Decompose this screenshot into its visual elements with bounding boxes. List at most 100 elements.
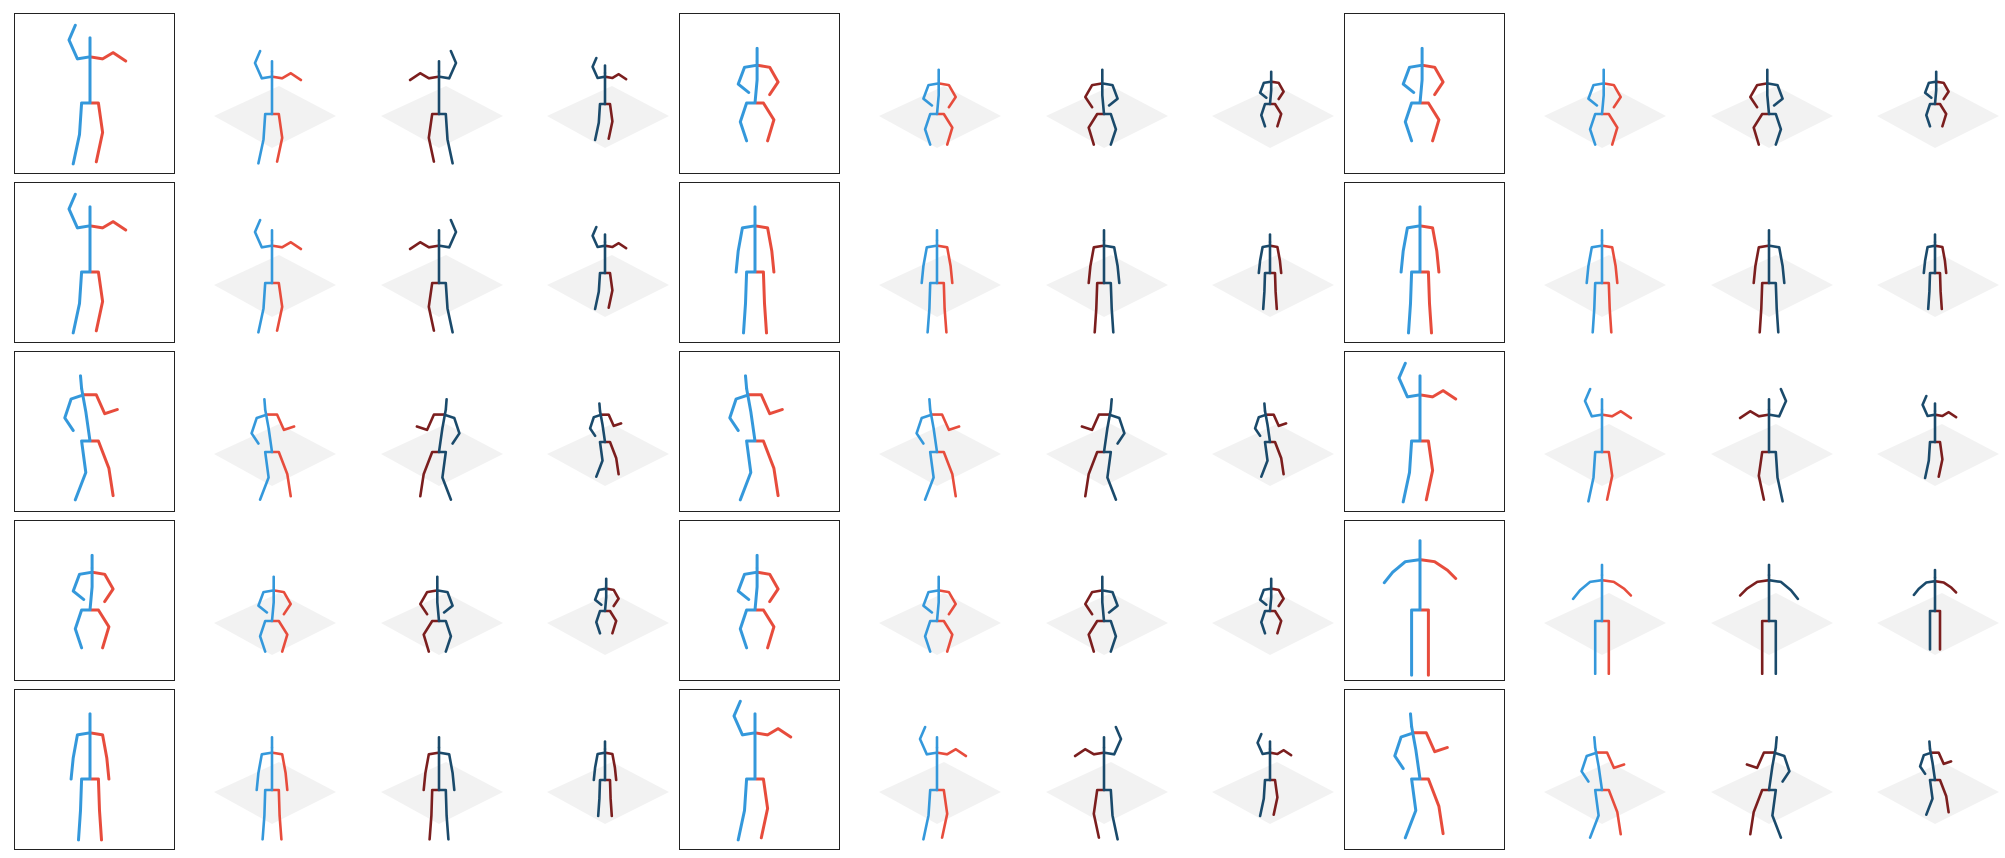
right-leg (935, 788, 949, 839)
floor-plane (381, 593, 503, 655)
left-leg (1260, 102, 1272, 128)
right-arm (1933, 244, 1948, 275)
floor-plane (1711, 762, 1833, 824)
left-arm (69, 731, 92, 781)
right-leg (427, 281, 441, 332)
skeleton-2d (69, 712, 111, 842)
floor-plane (547, 593, 669, 655)
spine (1928, 747, 1937, 782)
left-leg (1102, 112, 1118, 146)
input-2d-panel (14, 520, 175, 681)
skeleton-3d-prediction (253, 49, 303, 165)
right-leg (270, 112, 284, 163)
right-leg (603, 102, 614, 140)
view-3d-panel (1046, 725, 1168, 841)
left-leg (1767, 788, 1783, 839)
view-3d-panel (214, 218, 336, 334)
left-leg (258, 619, 274, 653)
left-leg (594, 609, 607, 635)
right-arm (270, 751, 289, 792)
left-leg (1407, 270, 1422, 335)
floor-plane (381, 762, 503, 824)
skeleton-2d (732, 699, 793, 842)
left-arm (1767, 387, 1788, 418)
floor-plane (547, 762, 669, 824)
left-arm (734, 224, 757, 274)
floor-plane (1544, 255, 1666, 317)
left-leg (926, 281, 939, 334)
right-arm (1418, 224, 1441, 274)
skeleton-2d (1401, 46, 1445, 143)
right-leg (753, 777, 770, 840)
right-leg (1418, 270, 1433, 335)
head-segment (444, 397, 448, 411)
right-arm (1602, 82, 1622, 109)
right-arm (1084, 82, 1104, 109)
floor-plane (879, 593, 1001, 655)
spine (1102, 408, 1113, 454)
skeleton-3d-side-view (1921, 394, 1958, 480)
view-3d-panel (547, 577, 669, 655)
right-leg (935, 619, 954, 653)
right-arm (937, 589, 958, 616)
left-arm (728, 393, 751, 432)
view-3d-panel (1212, 402, 1334, 486)
skeleton-3d-prediction (257, 575, 293, 653)
right-arm (415, 413, 446, 432)
left-leg (1102, 788, 1119, 841)
right-leg (1752, 112, 1771, 146)
skeleton-3d-ground-truth (1738, 387, 1788, 503)
left-leg (261, 788, 274, 841)
view-3d-panel (381, 397, 503, 501)
right-arm (408, 240, 441, 251)
right-arm (603, 72, 628, 81)
head-segment (1263, 402, 1267, 413)
right-leg (1933, 440, 1944, 479)
right-leg (1268, 609, 1283, 635)
right-arm (422, 751, 441, 792)
skeleton-3d-prediction (1587, 68, 1622, 146)
left-leg (437, 281, 454, 334)
skeleton-3d-prediction (922, 68, 958, 146)
right-arm (1752, 244, 1771, 285)
left-leg (742, 270, 757, 335)
right-leg (1760, 619, 1771, 676)
floor-plane (879, 86, 1001, 148)
input-2d-panel (679, 13, 840, 174)
left-arm (1585, 244, 1604, 285)
head-segment (1774, 735, 1778, 749)
skeleton-3d-side-view (591, 56, 628, 142)
skeleton-3d-prediction (1571, 563, 1633, 676)
panel-frame (14, 182, 175, 343)
right-arm (1269, 587, 1285, 608)
spine (603, 584, 608, 613)
left-leg (1926, 271, 1937, 311)
view-3d-panel (1212, 577, 1334, 655)
left-arm (1258, 587, 1273, 607)
skeleton-3d-ground-truth (1080, 397, 1126, 501)
skeleton-3d-side-view (591, 225, 628, 311)
view-3d-panel (1544, 229, 1666, 334)
left-leg (1767, 450, 1784, 503)
view-3d-panel (1877, 740, 1999, 824)
left-arm (442, 413, 461, 445)
view-3d-panel (1544, 68, 1666, 148)
floor-plane (214, 593, 336, 655)
spine (263, 408, 274, 454)
left-arm (437, 751, 456, 792)
left-leg (1588, 788, 1604, 839)
panel-frame (679, 351, 840, 512)
right-arm (1412, 731, 1449, 754)
floor-plane (1877, 762, 1999, 824)
view-3d-panel (1046, 397, 1168, 501)
right-leg (1268, 778, 1279, 817)
right-leg (1268, 102, 1283, 128)
skeleton-3d-ground-truth (1738, 563, 1800, 676)
left-leg (923, 619, 939, 653)
input-2d-panel (679, 182, 840, 343)
floor-plane (214, 255, 336, 317)
skeleton-3d-side-view (1258, 577, 1285, 635)
skeleton-3d-side-view (588, 402, 623, 479)
view-3d-panel (879, 725, 1001, 841)
left-arm (1767, 244, 1786, 285)
